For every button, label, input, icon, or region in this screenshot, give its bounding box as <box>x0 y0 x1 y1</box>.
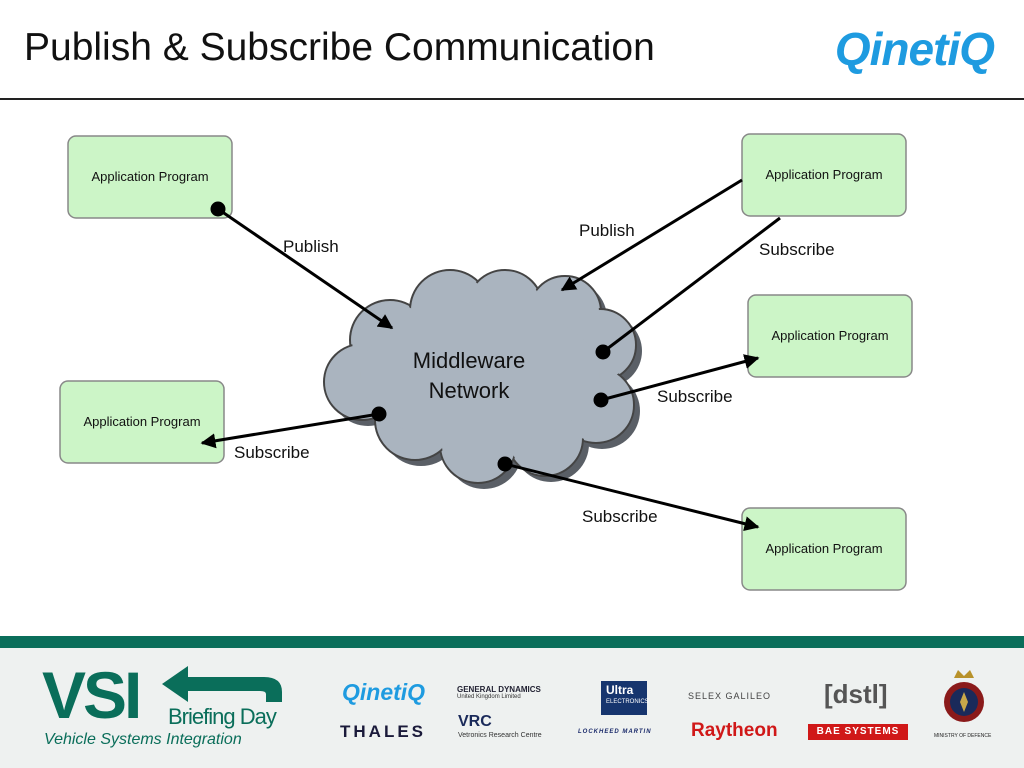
sponsor-ultra-logo: Ultra ELECTRONICS <box>601 681 649 715</box>
app-box-label: Application Program <box>771 328 888 343</box>
sponsor-vrc-sub: Vetronics Research Centre <box>458 732 542 739</box>
briefing-day-text: Briefing Day <box>168 704 277 729</box>
sponsor-thales-logo: THALES <box>340 722 426 741</box>
connector-dot <box>497 456 513 472</box>
footer <box>0 648 1024 768</box>
app-box-label: Application Program <box>765 541 882 556</box>
connector-dot <box>371 406 387 422</box>
cloud-label-line2: Network <box>429 378 511 403</box>
sponsor-vrc-logo: VRC <box>458 713 492 730</box>
sponsor-lockheed-logo: LOCKHEED MARTIN <box>578 729 652 735</box>
ultra-text: Ultra <box>606 683 634 697</box>
sponsor-qinetiq-logo: QinetiQ <box>342 679 426 705</box>
label-subscribe-right-top: Subscribe <box>759 240 835 259</box>
ultra-sub: ELECTRONICS <box>606 699 649 705</box>
arrow-subscribe-bottom <box>504 462 760 532</box>
connector-dot <box>210 201 226 217</box>
mod-crest-icon <box>944 670 984 722</box>
arrow-subscribe-right-middle <box>600 354 760 402</box>
vsi-arrow-icon <box>162 666 282 702</box>
title-divider <box>0 98 1024 100</box>
sponsor-raytheon-logo: Raytheon <box>691 720 778 741</box>
app-box-label: Application Program <box>83 414 200 429</box>
sponsor-selex-logo: SELEX GALILEO <box>688 691 772 701</box>
app-box-label: Application Program <box>91 169 208 184</box>
label-subscribe-right-middle: Subscribe <box>657 387 733 406</box>
cloud-body <box>326 272 634 481</box>
sponsor-general-dynamics-sub: United Kingdom Limited <box>457 694 521 700</box>
arrow-publish-right <box>560 178 743 292</box>
arrow-subscribe-left <box>200 412 380 449</box>
connector-dot <box>595 344 611 360</box>
connector-dot <box>593 392 609 408</box>
label-subscribe-bottom: Subscribe <box>582 507 658 526</box>
pub-sub-diagram: Middleware Network Application Program A… <box>59 133 913 591</box>
sponsor-mod-text: MINISTRY OF DEFENCE <box>934 733 992 739</box>
line-subscribe-right-top <box>602 216 781 354</box>
app-box-label: Application Program <box>765 167 882 182</box>
qinetiq-logo: QinetiQ <box>834 23 995 75</box>
cloud-label-line1: Middleware <box>413 348 526 373</box>
page-title: Publish & Subscribe Communication <box>24 26 655 69</box>
sponsor-general-dynamics-logo: GENERAL DYNAMICS <box>457 685 541 694</box>
app-box-right-bottom[interactable]: Application Program <box>741 507 907 591</box>
label-publish-left: Publish <box>283 237 339 256</box>
footer-band <box>0 636 1024 648</box>
arrow-publish-left <box>217 207 394 330</box>
sponsor-bae-logo: BAE SYSTEMS <box>808 724 908 740</box>
vsi-subtitle: Vehicle Systems Integration <box>44 731 242 748</box>
app-box-right-top[interactable]: Application Program <box>741 133 907 217</box>
label-publish-right: Publish <box>579 221 635 240</box>
app-box-left-bottom[interactable]: Application Program <box>59 380 225 464</box>
app-box-left-top[interactable]: Application Program <box>67 135 233 219</box>
vsi-logo-text: VSI <box>42 658 142 732</box>
label-subscribe-left: Subscribe <box>234 443 310 462</box>
sponsor-dstl-logo: [dstl] <box>824 679 888 709</box>
app-box-right-middle[interactable]: Application Program <box>747 294 913 378</box>
